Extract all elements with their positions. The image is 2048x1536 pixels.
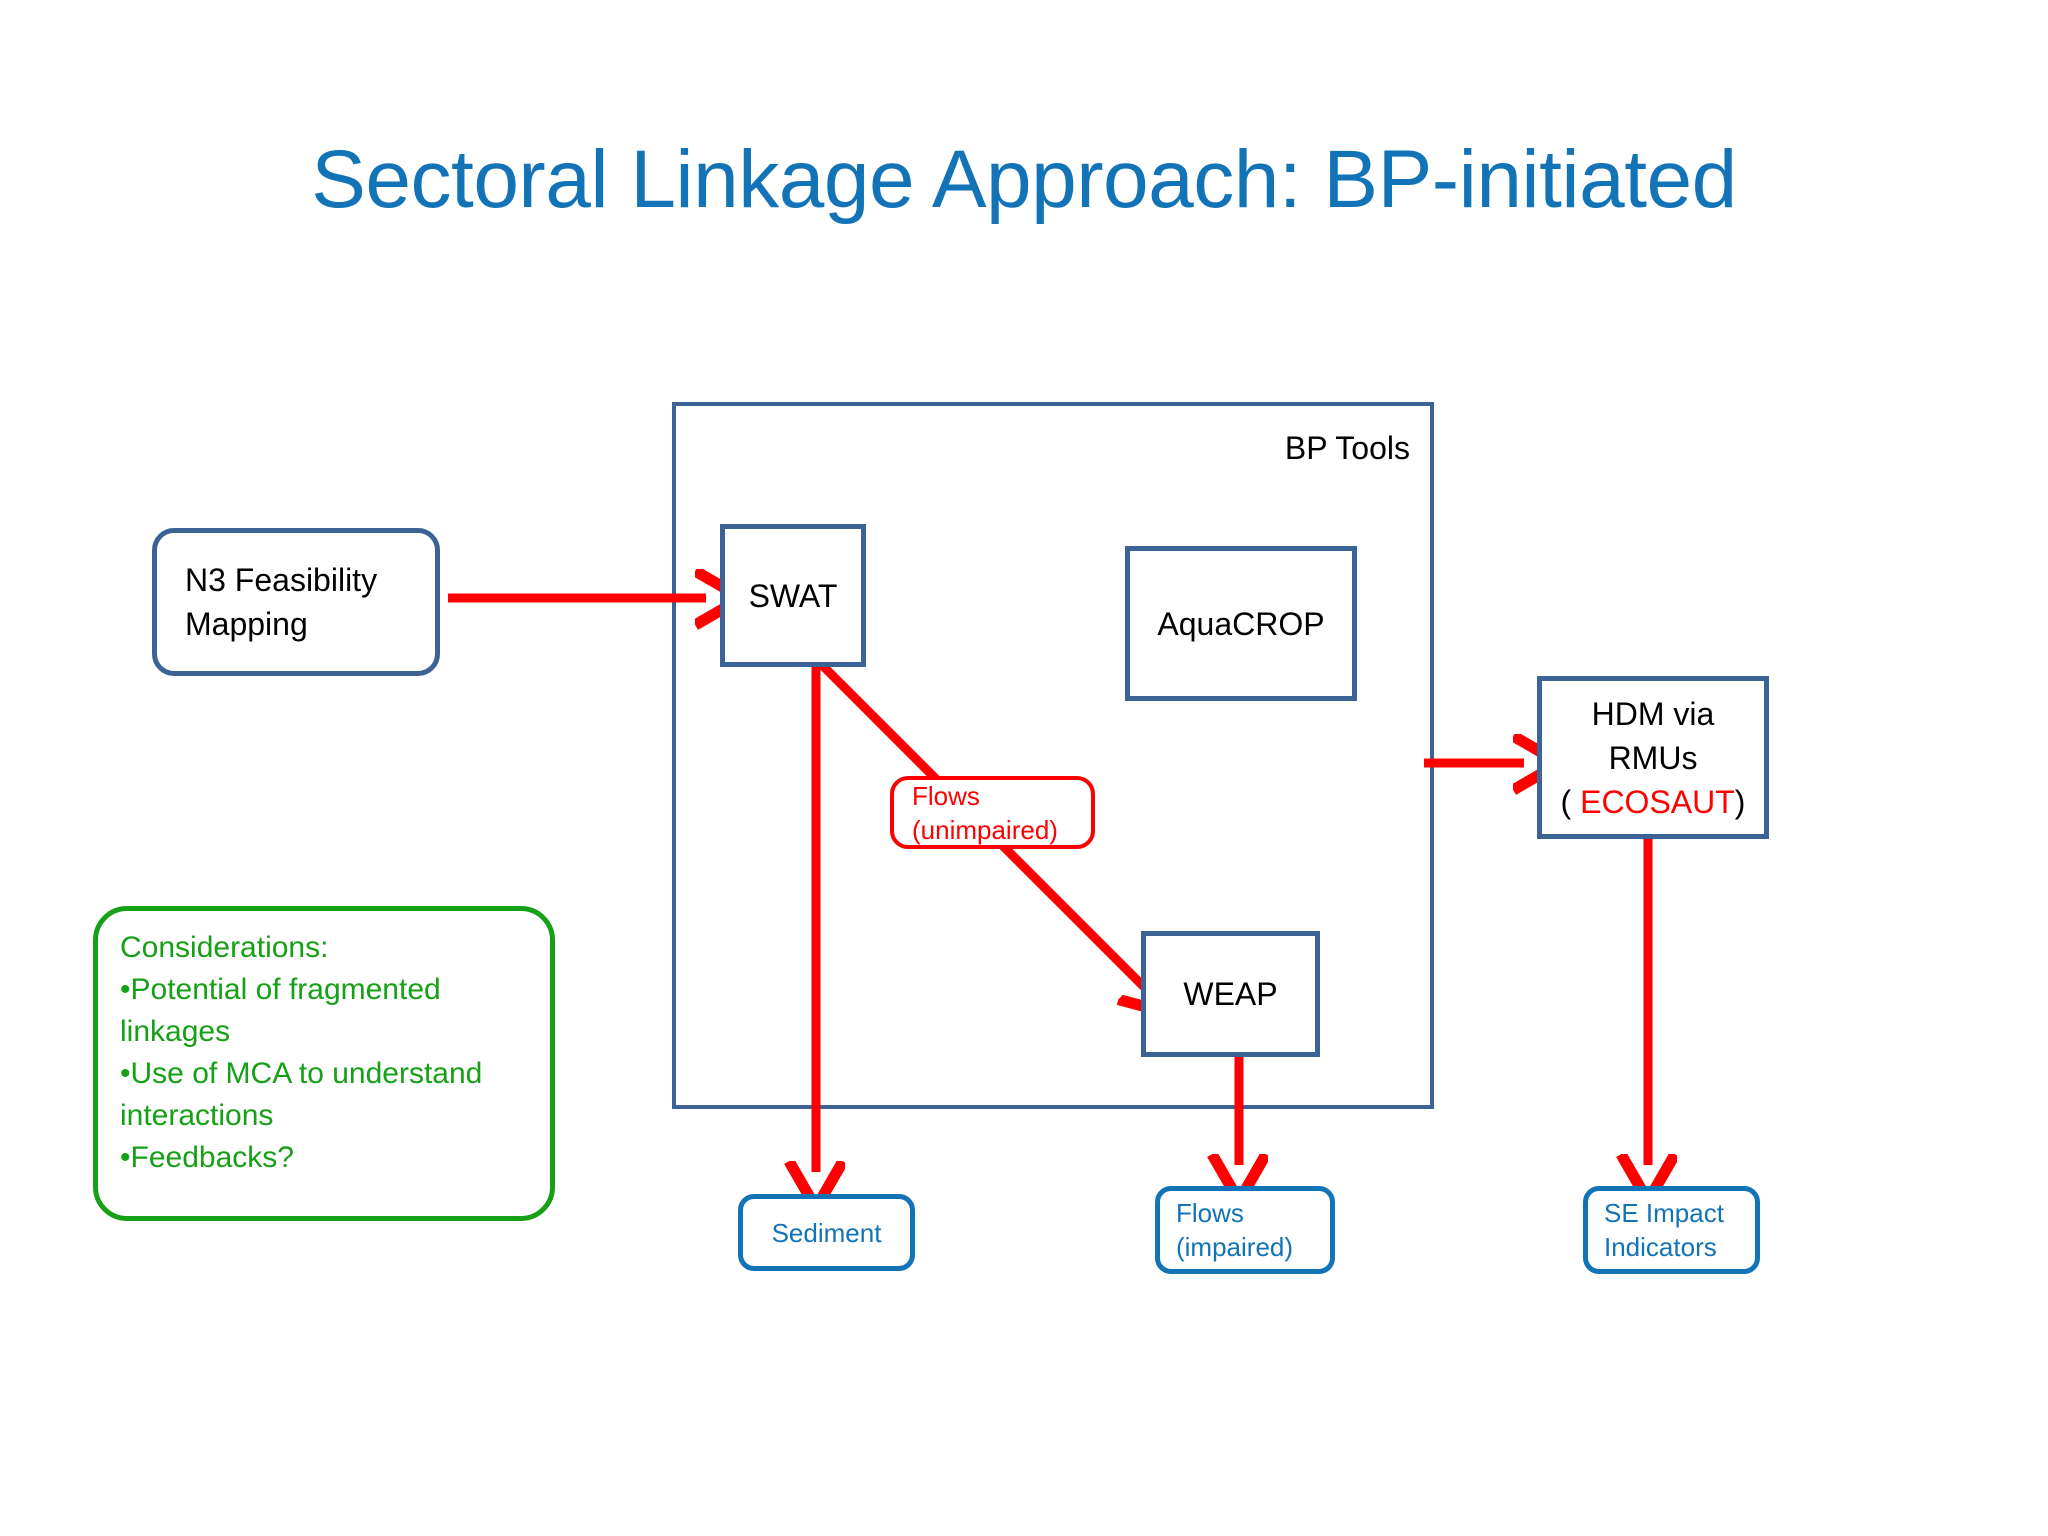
bp-tools-label: BP Tools: [1284, 430, 1410, 466]
node-swat-label: SWAT: [748, 577, 838, 614]
output-se-impact-indicators[interactable]: SE Impact Indicators: [1583, 1186, 1760, 1274]
output-sediment-label: Sediment: [771, 1217, 882, 1248]
output-se-impact-line1: SE Impact: [1604, 1198, 1724, 1228]
label-flows-unimpaired-line1: Flows: [912, 780, 980, 811]
node-swat[interactable]: SWAT: [720, 524, 866, 667]
label-flows-unimpaired: Flows (unimpaired): [890, 776, 1095, 849]
considerations-line-5: •Feedbacks?: [120, 1141, 294, 1174]
node-hdm-paren-open: (: [1560, 783, 1581, 820]
node-hdm-line2: RMUs: [1608, 739, 1698, 776]
output-se-impact-line2: Indicators: [1604, 1232, 1717, 1262]
considerations-text: Considerations: •Potential of fragmented…: [120, 927, 482, 1179]
considerations-line-1: •Potential of fragmented: [120, 973, 441, 1006]
label-flows-unimpaired-line2: (unimpaired): [912, 814, 1058, 845]
output-flows-impaired-label: Flows (impaired): [1176, 1196, 1293, 1264]
considerations-heading: Considerations:: [120, 931, 329, 964]
page-title: Sectoral Linkage Approach: BP-initiated: [311, 134, 1737, 225]
considerations-line-2: linkages: [120, 1015, 231, 1048]
node-n3-line1: N3 Feasibility: [185, 562, 378, 598]
node-aquacrop[interactable]: AquaCROP: [1125, 546, 1357, 701]
node-n3-label: N3 Feasibility Mapping: [185, 558, 377, 646]
node-n3-feasibility-mapping[interactable]: N3 Feasibility Mapping: [152, 528, 440, 676]
node-hdm-ecosaut: ECOSAUT: [1580, 783, 1735, 820]
output-flows-impaired-line1: Flows: [1176, 1198, 1244, 1228]
output-sediment[interactable]: Sediment: [738, 1194, 915, 1271]
node-hdm-paren-close: ): [1734, 783, 1746, 820]
output-flows-impaired[interactable]: Flows (impaired): [1155, 1186, 1335, 1274]
panel-considerations: Considerations: •Potential of fragmented…: [93, 906, 555, 1221]
node-hdm-line1: HDM via: [1591, 695, 1715, 732]
label-flows-unimpaired-text: Flows (unimpaired): [912, 779, 1058, 847]
node-hdm-line3: ( ECOSAUT): [1561, 780, 1746, 824]
node-n3-line2: Mapping: [185, 606, 308, 642]
node-weap[interactable]: WEAP: [1141, 931, 1320, 1057]
node-aquacrop-label: AquaCROP: [1157, 605, 1325, 642]
output-se-impact-label: SE Impact Indicators: [1604, 1196, 1724, 1264]
output-flows-impaired-line2: (impaired): [1176, 1232, 1294, 1262]
node-hdm-via-rmus[interactable]: HDM via RMUs ( ECOSAUT): [1537, 676, 1769, 839]
node-weap-label: WEAP: [1183, 976, 1278, 1012]
considerations-line-4: interactions: [120, 1099, 274, 1132]
considerations-line-3: •Use of MCA to understand: [120, 1057, 483, 1090]
